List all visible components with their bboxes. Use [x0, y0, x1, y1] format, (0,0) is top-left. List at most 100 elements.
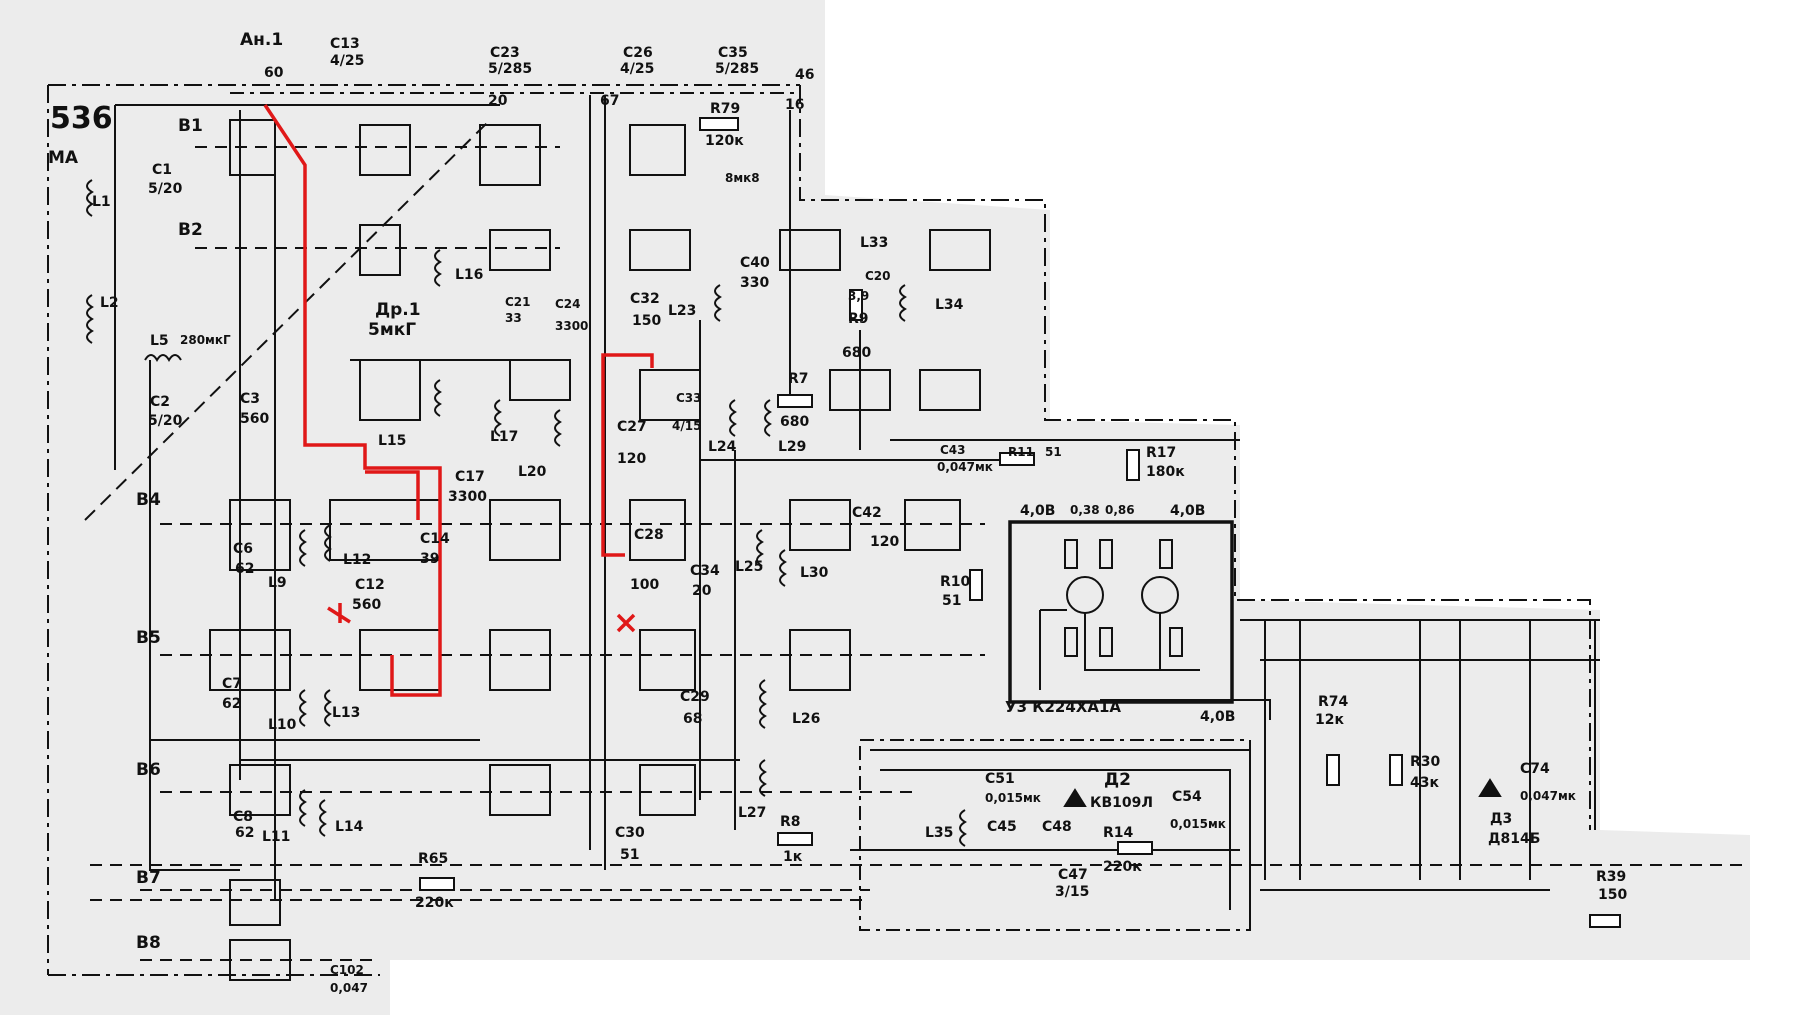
switch-box [229, 499, 291, 571]
c43-label: С43 [940, 443, 966, 457]
l15-label: L15 [378, 433, 407, 449]
node-16: 16 [785, 97, 805, 113]
ic-u3-label: У3 К224ХА1А [1005, 698, 1122, 716]
switch-box [639, 764, 696, 816]
mod-wire-2 [365, 470, 420, 520]
coil-l5-icon [144, 354, 182, 362]
c24-label: С24 [555, 297, 581, 311]
mod-wire-3 [601, 353, 654, 557]
c26-value: 4/25 [620, 61, 655, 77]
c24-value: 3300 [555, 319, 589, 333]
resistor-r79-icon [699, 117, 739, 131]
r14-label: R14 [1103, 825, 1134, 841]
node-60: 60 [264, 65, 284, 81]
c35-value: 5/285 [715, 61, 760, 77]
coil-l16-icon [434, 249, 442, 287]
resistor-r65-icon [419, 877, 455, 891]
coil-l11-icon [299, 789, 307, 827]
r8-value: 1к [783, 849, 803, 865]
r65-value: 220к [415, 895, 454, 911]
c20-label: С20 [865, 269, 891, 283]
c33-value: 4/15 [672, 419, 702, 433]
l34-label: L34 [935, 297, 964, 313]
switch-box [489, 229, 551, 271]
scan-gray-area [0, 0, 1750, 1015]
resistor-r7-icon [777, 394, 813, 408]
l11-label: L11 [262, 829, 291, 845]
ic-resistor-6 [1169, 627, 1183, 657]
coil-l24-icon [729, 399, 737, 437]
c34-label: С34 [690, 563, 720, 579]
switch-box [779, 229, 841, 271]
r9-value1: 3,9 [848, 289, 870, 303]
c34-value: 20 [692, 583, 712, 599]
wire-13 [149, 360, 240, 871]
c74-label: С74 [1520, 761, 1550, 777]
switch-box [229, 879, 281, 926]
r17-value: 180к [1146, 464, 1185, 480]
c40-value: 330 [740, 275, 770, 291]
bottom-block [859, 739, 1251, 931]
node-46: 46 [795, 67, 815, 83]
dr1-value: 5мкГ [368, 320, 417, 340]
c1-label: С1 [152, 162, 173, 178]
r11-value: 51 [1045, 445, 1062, 459]
resistor-r9-icon [849, 289, 863, 321]
c8-value: 62 [235, 825, 255, 841]
mod-cross-2 [616, 613, 636, 633]
r7-label: R7 [788, 371, 809, 387]
switch-box [359, 224, 401, 276]
diode-d3-icon [1478, 778, 1502, 797]
r39-label: R39 [1596, 869, 1627, 885]
l5-label: L5 [150, 333, 169, 349]
r10-value: 51 [942, 593, 962, 609]
switch-b4: В4 [136, 490, 161, 510]
ic-supply-voltage: 4,0В [1200, 709, 1236, 725]
l2-label: L2 [100, 295, 119, 311]
coil-l23-icon [714, 284, 722, 322]
switch-b6: В6 [136, 760, 161, 780]
mod-wire-1 [263, 104, 442, 697]
c28-label: С28 [634, 527, 664, 543]
r14-value: 220к [1103, 859, 1142, 875]
switch-box [489, 764, 551, 816]
switch-box [639, 369, 701, 421]
c33-label: С33 [676, 391, 702, 405]
c29-value: 68 [683, 711, 703, 727]
switch-box [639, 629, 696, 691]
r8-label: R8 [780, 814, 801, 830]
c32-value: 150 [632, 313, 662, 329]
c27-label: С27 [617, 419, 647, 435]
c23-label: С23 [490, 45, 520, 61]
dr1-label: Др.1 [375, 300, 421, 320]
band-label-ma: МА [48, 148, 79, 168]
c42-value: 120 [870, 534, 900, 550]
switch-b2: В2 [178, 220, 203, 240]
switch-box [629, 124, 686, 176]
ic-pin-v4: 0,86 [1105, 503, 1135, 517]
l23-label: L23 [668, 303, 697, 319]
c3-value: 560 [240, 411, 270, 427]
c74-value: 0,047мк [1520, 789, 1576, 803]
switch-box [489, 499, 561, 561]
c17-value: 3300 [448, 489, 487, 505]
c21-value: 33 [505, 311, 522, 325]
coil-l2-icon [86, 294, 94, 344]
r30-value: 43к [1410, 775, 1439, 791]
l13-label: L13 [332, 705, 361, 721]
c17-label: С17 [455, 469, 485, 485]
r7-value: 680 [780, 414, 810, 430]
c6-label: С6 [233, 541, 254, 557]
wire-8 [880, 769, 1231, 910]
switch-b8: В8 [136, 933, 161, 953]
c8-label: С8 [233, 809, 254, 825]
resistor-r17-icon [1126, 449, 1140, 481]
c54-label: С54 [1172, 789, 1202, 805]
ic-pin-v3: 0,38 [1070, 503, 1100, 517]
c42-label: С42 [852, 505, 882, 521]
c13-value: 4/25 [330, 53, 365, 69]
c14-label: С14 [420, 531, 450, 547]
c13-label: С13 [330, 36, 360, 52]
d2-label: Д2 [1104, 770, 1131, 790]
c47-label: С47 [1058, 867, 1088, 883]
